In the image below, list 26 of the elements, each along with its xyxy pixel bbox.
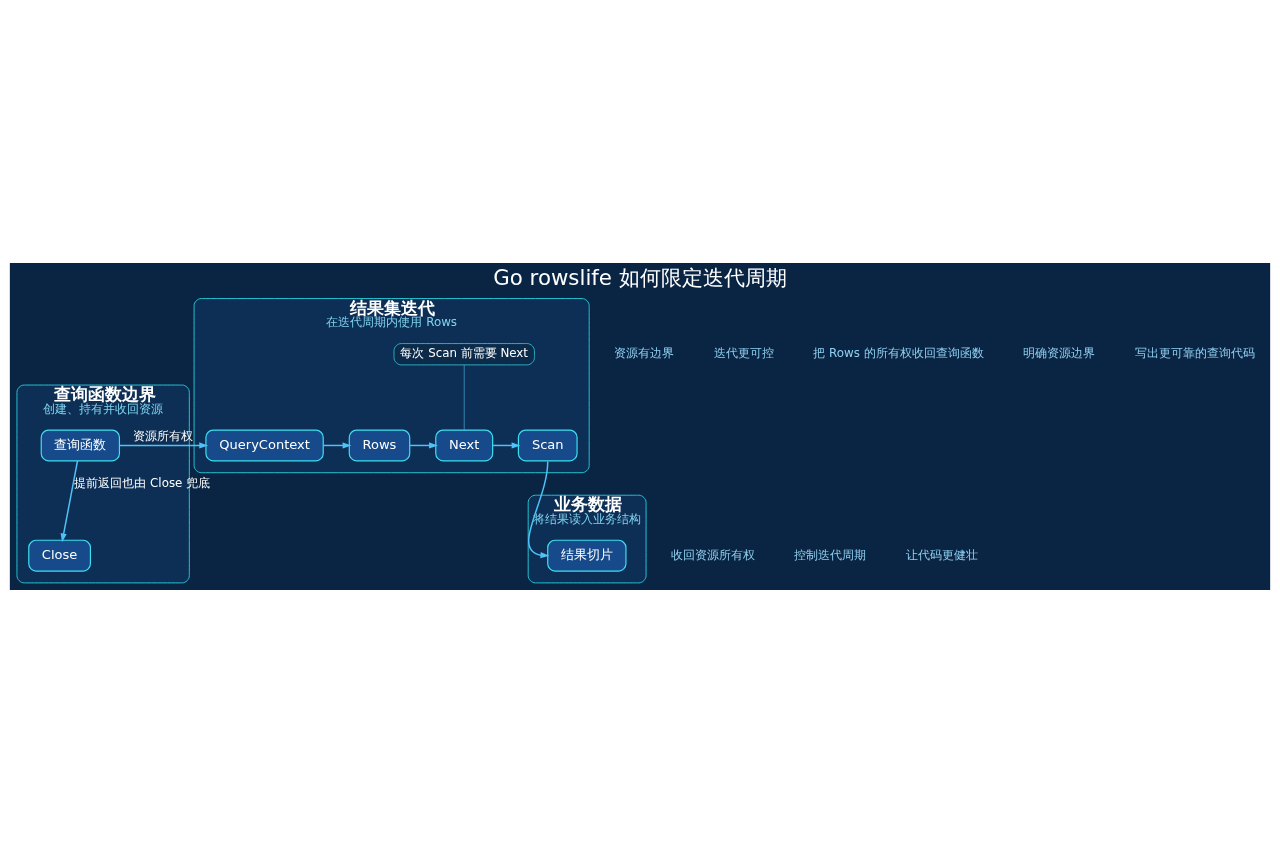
label: 控制迭代周期 bbox=[794, 547, 867, 562]
edge-label: 资源所有权 bbox=[132, 429, 193, 444]
node-box: 查询函数 bbox=[40, 429, 121, 462]
arrow bbox=[322, 442, 352, 449]
arrow bbox=[60, 460, 79, 543]
node-box: Rows bbox=[348, 429, 411, 462]
connector bbox=[463, 364, 465, 431]
label: 资源有边界 bbox=[614, 346, 675, 361]
arrow bbox=[528, 460, 550, 559]
label: 写出更可靠的查询代码 bbox=[1134, 346, 1255, 361]
node-box: Close bbox=[28, 539, 91, 572]
arrow bbox=[409, 442, 438, 449]
label: 把 Rows 的所有权收回查询函数 bbox=[813, 346, 984, 361]
node-box: Next bbox=[435, 429, 494, 462]
node-box: QueryContext bbox=[205, 429, 324, 462]
label: 明确资源边界 bbox=[1022, 346, 1095, 361]
arrow bbox=[118, 442, 209, 449]
label: 让代码更健壮 bbox=[905, 547, 978, 562]
node-box: 每次 Scan 前需要 Next bbox=[393, 343, 535, 366]
diagram-title: Go rowslife 如何限定迭代周期 bbox=[493, 264, 787, 290]
label: 收回资源所有权 bbox=[671, 547, 756, 562]
node-box: Scan bbox=[517, 429, 578, 462]
edge-label: 提前返回也由 Close 兜底 bbox=[74, 475, 211, 490]
node-box: 结果切片 bbox=[547, 539, 627, 572]
label: 迭代更可控 bbox=[713, 346, 774, 361]
arrow bbox=[492, 442, 521, 449]
